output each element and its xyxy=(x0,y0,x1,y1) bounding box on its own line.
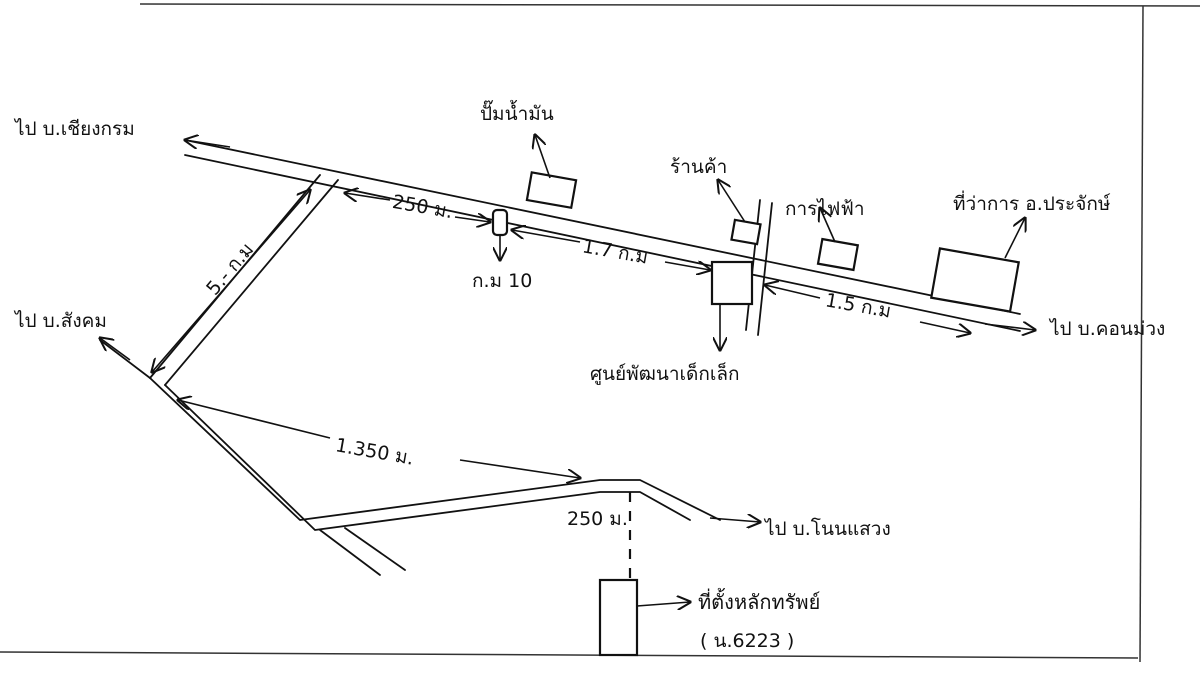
shop-pointer xyxy=(718,180,746,223)
childcare-building xyxy=(710,260,754,306)
frame-top-line xyxy=(139,3,1200,7)
label-km-marker: ก.ม 10 xyxy=(472,270,533,292)
gas-station-pointer xyxy=(535,135,551,179)
label-gas-station: ปั๊มน้ำมัน xyxy=(480,103,554,125)
label-deed-number: ( น.6223 ) xyxy=(700,630,795,652)
district-office-pointer xyxy=(1004,218,1025,259)
frame-right-line xyxy=(1139,5,1144,663)
label-distance-250-bottom: 250 ม. xyxy=(567,508,628,530)
dim-1350-right xyxy=(459,459,580,478)
property-building xyxy=(598,578,639,657)
dim-250-top-right xyxy=(454,217,490,222)
label-district-office: ที่ว่าการ อ.ประจักษ์ xyxy=(953,193,1111,215)
label-to-sang-khom: ไป บ.สังคม xyxy=(15,310,107,332)
shop-building xyxy=(730,218,762,246)
label-childcare: ศูนย์พัฒนาเด็กเล็ก xyxy=(590,363,740,385)
electricity-building xyxy=(816,237,860,272)
label-to-khon-muang: ไป บ.คอนม่วง xyxy=(1050,318,1166,340)
dim-1-7km-left xyxy=(512,230,581,243)
dim-250-top xyxy=(345,193,391,200)
label-shop: ร้านค้า xyxy=(670,156,728,178)
label-to-chiang-krom: ไป บ.เชียงกรม xyxy=(15,118,135,140)
dim-diagonal xyxy=(152,190,310,372)
label-to-non-saeng: ไป บ.โนนแสวง xyxy=(765,518,891,540)
label-electricity: การไฟฟ้า xyxy=(785,198,865,220)
lower-road xyxy=(149,377,760,576)
electricity-pointer xyxy=(820,208,836,243)
dim-1-5km-right xyxy=(919,321,970,333)
label-property: ที่ตั้งหลักทรัพย์ xyxy=(698,590,821,614)
dim-1-5km-left xyxy=(765,285,821,299)
gas-station-building xyxy=(525,171,578,210)
main-road xyxy=(185,140,1035,331)
dim-1-7km-right xyxy=(664,262,710,270)
frame-bottom-line xyxy=(0,651,1139,659)
km-marker-building xyxy=(491,208,509,237)
dim-1350-left xyxy=(178,400,331,439)
district-office-building xyxy=(929,247,1021,313)
property-pointer xyxy=(636,602,690,606)
